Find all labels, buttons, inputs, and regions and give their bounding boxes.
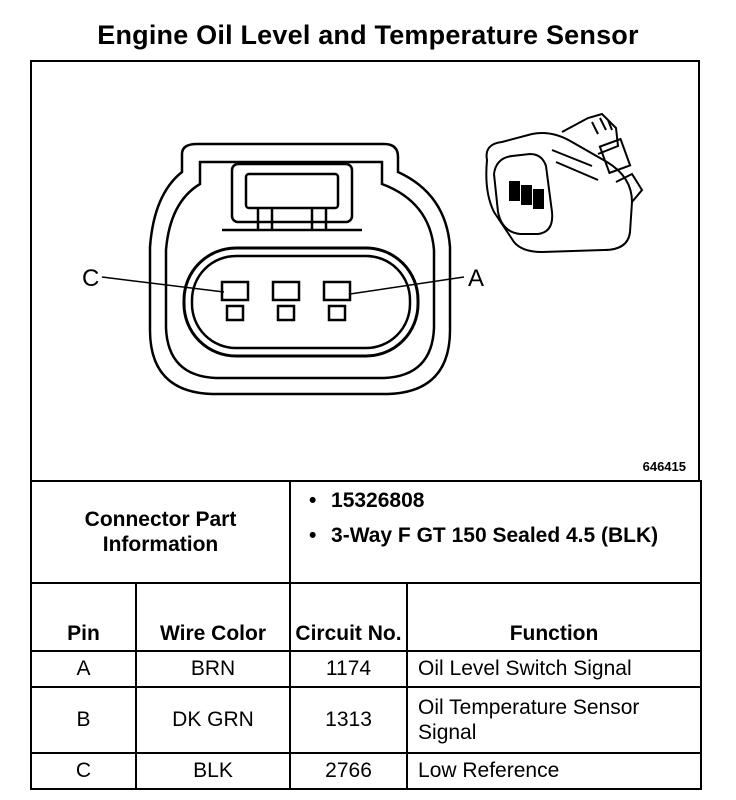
connector-3d-illustration xyxy=(485,112,644,254)
pin-label-c: C xyxy=(82,265,99,292)
connector-diagram: C A 646415 xyxy=(30,60,700,482)
pin-cell: A xyxy=(30,650,137,688)
connector-info-table: Connector Part Information 15326808 3-Wa… xyxy=(29,480,703,790)
pin-cell: B xyxy=(30,686,137,754)
leader-line-a xyxy=(349,276,465,295)
connector-drawing: C A xyxy=(82,112,644,396)
wire-color-cell: DK GRN xyxy=(134,686,292,754)
terminal-a xyxy=(322,280,352,322)
circuit-no-cell: 1313 xyxy=(289,686,409,754)
header-pin: Pin xyxy=(30,582,137,652)
function-cell: Low Reference xyxy=(406,752,703,790)
part-number: 15326808 xyxy=(309,488,696,513)
function-cell: Oil Level Switch Signal xyxy=(406,650,703,688)
wire-color-cell: BLK xyxy=(134,752,292,790)
circuit-no-cell: 2766 xyxy=(289,752,409,790)
table-row: B DK GRN 1313 Oil Temperature Sensor Sig… xyxy=(30,686,703,754)
pin-cavity-outer xyxy=(182,246,420,358)
wire-color-cell: BRN xyxy=(134,650,292,688)
terminal-b xyxy=(271,280,301,322)
leader-line-c xyxy=(101,276,225,293)
header-circuit-no: Circuit No. xyxy=(289,582,409,652)
lock-tab xyxy=(230,162,354,224)
function-cell: Oil Temperature Sensor Signal xyxy=(406,686,703,754)
circuit-no-cell: 1174 xyxy=(289,650,409,688)
connector-outer-outline xyxy=(148,142,452,396)
terminal-c xyxy=(220,280,250,322)
pin-label-a: A xyxy=(468,265,484,292)
connector-part-label: Connector Part Information xyxy=(29,480,292,584)
connector-inner-outline xyxy=(164,160,436,380)
pin-cavity-inner xyxy=(190,254,412,350)
part-description: 3-Way F GT 150 Sealed 4.5 (BLK) xyxy=(309,523,696,548)
header-wire-color: Wire Color xyxy=(134,582,292,652)
lock-tab-inner xyxy=(244,172,340,210)
table-row: C BLK 2766 Low Reference xyxy=(30,752,703,790)
header-function: Function xyxy=(406,582,703,652)
figure-id: 646415 xyxy=(642,459,686,474)
connector-part-details: 15326808 3-Way F GT 150 Sealed 4.5 (BLK) xyxy=(289,480,703,584)
pin-cell: C xyxy=(30,752,137,790)
table-row: A BRN 1174 Oil Level Switch Signal xyxy=(30,650,703,688)
page-title: Engine Oil Level and Temperature Sensor xyxy=(97,20,639,50)
